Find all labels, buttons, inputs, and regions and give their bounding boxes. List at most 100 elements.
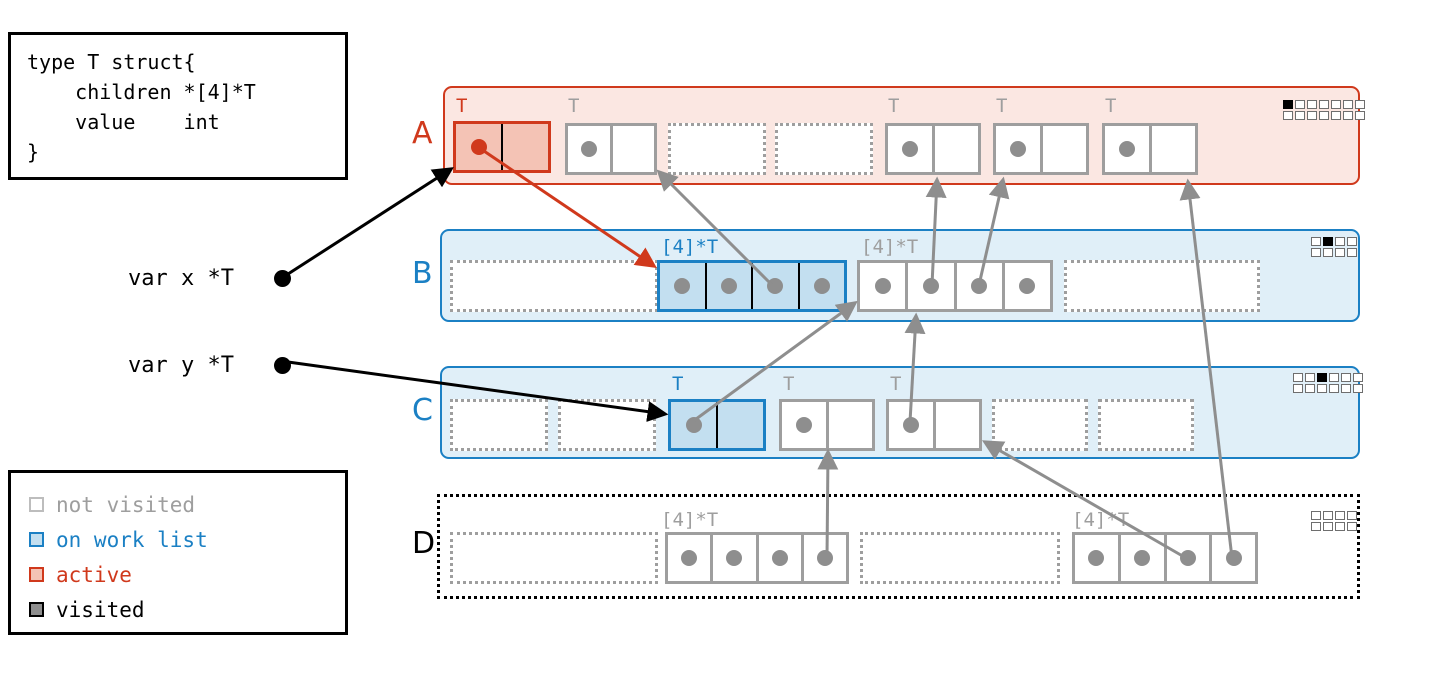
pointer-dot: [813, 278, 830, 294]
pointer-dot: [767, 278, 784, 294]
array-element-1: [1117, 535, 1164, 581]
legend-item-visited: visited: [29, 592, 345, 627]
object-array4T-not-visited[interactable]: [857, 260, 1053, 312]
occupancy-grid-cell: [1341, 384, 1351, 393]
occupancy-grid-cell: [1335, 511, 1345, 520]
object-field-children: [888, 126, 932, 172]
object-field-value: [609, 126, 655, 172]
occupancy-grid-cell: [1347, 237, 1357, 246]
object-T-not-visited[interactable]: [885, 123, 981, 175]
occupancy-grid-cell: [1317, 384, 1327, 393]
row-C-occupancy-indicator: [1293, 373, 1363, 393]
occupancy-grid-cell: [1335, 522, 1345, 531]
occupancy-grid-cell: [1319, 100, 1329, 109]
row-label-C: C: [412, 393, 433, 428]
legend-swatch-on-work-list: [29, 532, 44, 547]
free-slot: [860, 532, 1060, 584]
type-caption: [4]*T: [1072, 509, 1130, 531]
struct-definition-code: type T struct{ children *[4]*T value int…: [27, 50, 256, 164]
pointer-dot: [901, 141, 918, 157]
pointer-dot: [1088, 550, 1105, 566]
pointer-dot: [922, 278, 939, 294]
var-y-label: var y *T: [128, 353, 234, 378]
occupancy-grid-row: [1283, 111, 1365, 120]
free-slot: [450, 532, 658, 584]
pointer-dot: [874, 278, 891, 294]
occupancy-grid-row: [1311, 248, 1357, 257]
occupancy-grid-cell: [1347, 522, 1357, 531]
object-field-value: [716, 402, 763, 448]
type-caption: T: [996, 95, 1008, 117]
free-slot: [1064, 260, 1260, 312]
object-field-children: [782, 402, 826, 448]
type-caption: [4]*T: [861, 236, 919, 258]
pointer-dot: [1009, 141, 1026, 157]
array-element-0: [668, 535, 710, 581]
legend-label-visited: visited: [56, 597, 145, 622]
pointer-dot: [1179, 550, 1196, 566]
object-array4T-not-visited[interactable]: [665, 532, 849, 584]
array-element-0: [660, 263, 705, 309]
array-element-2: [755, 535, 801, 581]
object-T-active[interactable]: [453, 121, 551, 173]
occupancy-grid-row: [1311, 522, 1357, 531]
occupancy-grid-cell: [1283, 100, 1293, 109]
legend-box: not visited on work list active visited: [8, 470, 348, 635]
object-T-not-visited[interactable]: [565, 123, 657, 175]
occupancy-grid-cell: [1355, 111, 1365, 120]
object-field-children: [996, 126, 1040, 172]
occupancy-grid-cell: [1329, 373, 1339, 382]
type-caption: [4]*T: [661, 236, 719, 258]
pointer-dot: [1134, 550, 1151, 566]
object-T-on-work-list[interactable]: [668, 399, 766, 451]
pointer-dot: [816, 550, 833, 566]
array-element-1: [704, 263, 752, 309]
object-field-children: [889, 402, 933, 448]
legend-item-not-visited: not visited: [29, 487, 345, 522]
object-field-value: [825, 402, 873, 448]
legend-item-on-work-list: on work list: [29, 522, 345, 557]
object-field-value: [501, 124, 548, 170]
free-slot: [668, 123, 766, 175]
object-T-not-visited[interactable]: [993, 123, 1089, 175]
struct-definition-box: type T struct{ children *[4]*T value int…: [8, 32, 348, 180]
free-slot: [450, 399, 548, 451]
object-field-children: [1105, 126, 1149, 172]
object-array4T-not-visited[interactable]: [1072, 532, 1258, 584]
array-element-0: [860, 263, 905, 309]
legend-label-on-work-list: on work list: [56, 527, 208, 552]
occupancy-grid-cell: [1311, 237, 1321, 246]
object-field-value: [1039, 126, 1087, 172]
occupancy-grid-cell: [1311, 248, 1321, 257]
pointer-dot: [971, 278, 988, 294]
occupancy-grid-cell: [1343, 111, 1353, 120]
legend-item-active: active: [29, 557, 345, 592]
object-T-not-visited[interactable]: [886, 399, 982, 451]
array-element-0: [1075, 535, 1118, 581]
type-caption: T: [890, 373, 902, 395]
occupancy-grid-cell: [1323, 511, 1333, 520]
free-slot: [558, 399, 656, 451]
type-caption: T: [1105, 95, 1117, 117]
var-x-pointer-dot: [274, 270, 291, 287]
array-element-3: [1001, 263, 1050, 309]
row-D-occupancy-indicator: [1311, 511, 1357, 531]
object-array4T-on-work-list[interactable]: [657, 260, 847, 312]
occupancy-grid-cell: [1341, 373, 1351, 382]
pointer-dot: [902, 417, 919, 433]
object-T-not-visited[interactable]: [779, 399, 875, 451]
occupancy-grid-row: [1293, 373, 1363, 382]
occupancy-grid-cell: [1307, 100, 1317, 109]
pointer-dot: [771, 550, 788, 566]
occupancy-grid-row: [1293, 384, 1363, 393]
occupancy-grid-cell: [1293, 373, 1303, 382]
pointer-dot: [685, 417, 702, 433]
occupancy-grid-cell: [1293, 384, 1303, 393]
pointer-dot: [470, 139, 487, 155]
array-element-2: [1163, 535, 1210, 581]
occupancy-grid-cell: [1343, 100, 1353, 109]
free-slot: [1098, 399, 1194, 451]
object-T-not-visited[interactable]: [1102, 123, 1198, 175]
pointer-dot: [674, 278, 691, 294]
occupancy-grid-cell: [1311, 522, 1321, 531]
